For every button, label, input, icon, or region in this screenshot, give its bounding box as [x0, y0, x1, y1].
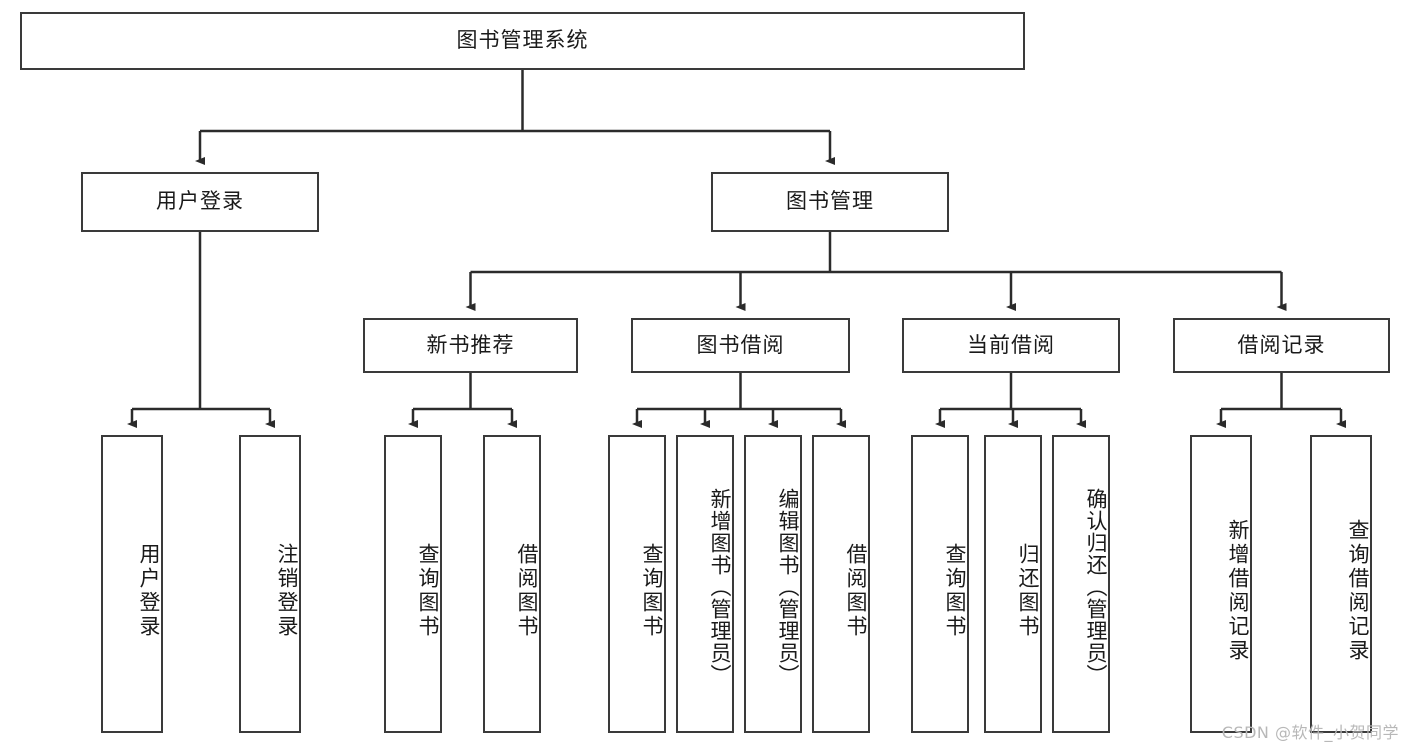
- node-label: 查询图书: [640, 543, 664, 639]
- node-label: 归还图书: [1016, 543, 1040, 639]
- node-label: 新书推荐: [426, 332, 515, 357]
- node-label: 用户登录: [156, 189, 244, 214]
- node-leaf-borrow-book[interactable]: 借阅图书: [812, 435, 870, 733]
- node-new-book-rec[interactable]: 新书推荐: [363, 318, 578, 373]
- node-leaf-user-login[interactable]: 用户登录: [101, 435, 163, 733]
- node-label: 查询图书: [416, 543, 440, 639]
- node-user-login[interactable]: 用户登录: [81, 172, 319, 232]
- node-label: 查询图书: [943, 543, 967, 639]
- node-label: 编辑图书（管理员）: [776, 488, 800, 686]
- node-label: 注销登录: [275, 543, 299, 639]
- node-label: 确认归还（管理员）: [1084, 488, 1108, 686]
- node-label: 图书管理: [786, 189, 874, 214]
- watermark: CSDN @软件_小贺同学: [1221, 723, 1399, 742]
- node-leaf-query-book-cur[interactable]: 查询图书: [911, 435, 969, 733]
- node-leaf-query-record[interactable]: 查询借阅记录: [1310, 435, 1372, 733]
- node-borrow-record[interactable]: 借阅记录: [1173, 318, 1390, 373]
- node-leaf-add-book[interactable]: 新增图书（管理员）: [676, 435, 734, 733]
- node-leaf-logout[interactable]: 注销登录: [239, 435, 301, 733]
- node-leaf-query-book-borrow[interactable]: 查询图书: [608, 435, 666, 733]
- node-label: 新增图书（管理员）: [708, 488, 732, 686]
- node-label: 借阅记录: [1237, 332, 1326, 357]
- node-current-borrow[interactable]: 当前借阅: [902, 318, 1120, 373]
- node-label: 当前借阅: [967, 332, 1055, 357]
- node-leaf-edit-book[interactable]: 编辑图书（管理员）: [744, 435, 802, 733]
- node-label: 用户登录: [137, 543, 161, 639]
- node-label: 图书借阅: [696, 332, 785, 357]
- node-label: 图书管理系统: [456, 28, 589, 53]
- node-book-manage[interactable]: 图书管理: [711, 172, 949, 232]
- node-label: 新增借阅记录: [1226, 519, 1250, 663]
- node-root[interactable]: 图书管理系统: [20, 12, 1025, 70]
- node-label: 借阅图书: [844, 543, 868, 639]
- node-leaf-add-record[interactable]: 新增借阅记录: [1190, 435, 1252, 733]
- node-leaf-borrow-book-rec[interactable]: 借阅图书: [483, 435, 541, 733]
- node-label: 查询借阅记录: [1346, 519, 1370, 663]
- node-leaf-return-book[interactable]: 归还图书: [984, 435, 1042, 733]
- node-leaf-confirm-return[interactable]: 确认归还（管理员）: [1052, 435, 1110, 733]
- node-book-borrow[interactable]: 图书借阅: [631, 318, 850, 373]
- node-label: 借阅图书: [515, 543, 539, 639]
- node-leaf-query-book-rec[interactable]: 查询图书: [384, 435, 442, 733]
